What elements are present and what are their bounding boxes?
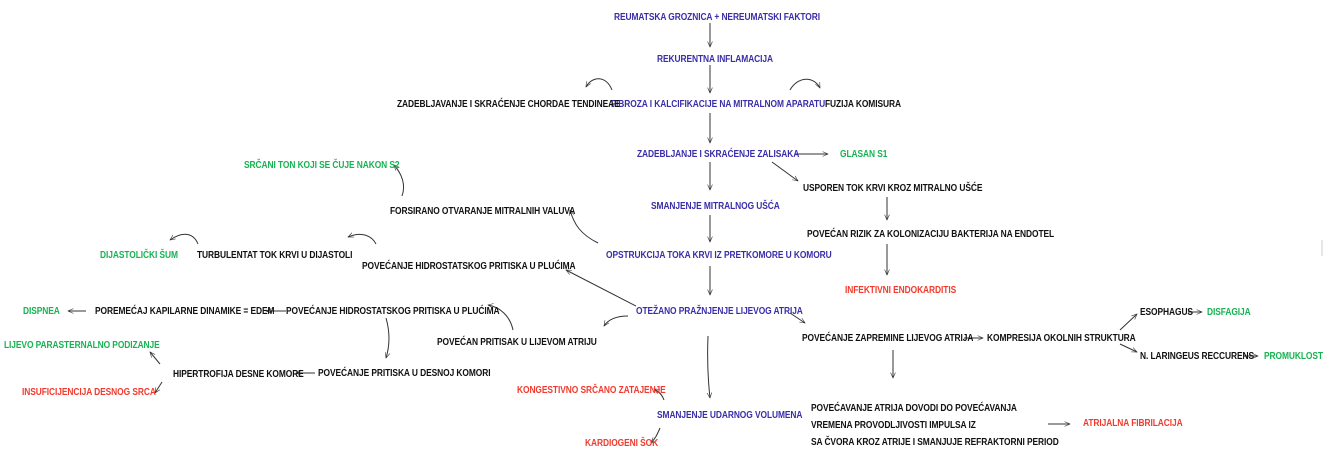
node-glasan: GLASAN S1 <box>840 148 888 160</box>
node-pritisak: POVEĆAN PRITISAK U LIJEVOM ATRIJU <box>437 336 597 348</box>
node-rekurentna: REKURENTNA INFLAMACIJA <box>657 53 773 65</box>
arrow-hidro2-pritiska-komori <box>386 317 389 358</box>
arrow-zadebljanje-usporen <box>771 161 798 181</box>
node-pritiska-komori: POVEĆANJE PRITISKA U DESNOJ KOMORI <box>318 367 491 379</box>
node-zapremine: POVEĆANJE ZAPREMINE LIJEVOG ATRIJA <box>802 332 974 344</box>
node-hipertrofija: HIPERTROFIJA DESNE KOMORE <box>173 368 304 380</box>
arrow-fibroza-fuzija <box>789 78 821 91</box>
arrow-hidro1-turbulentan <box>348 234 377 245</box>
node-opstrukcija: OPSTRUKCIJA TOKA KRVI IZ PRETKOMORE U KO… <box>606 249 832 261</box>
arrow-kompresija-laringeus <box>1119 343 1137 353</box>
node-kardiogeni: KARDIOGENI ŠOK <box>585 437 659 449</box>
node-reumatska: REUMATSKA GROZNICA + NEREUMATSKI FAKTORI <box>614 11 820 23</box>
node-turbulentan: TURBULENTAT TOK KRVI U DIJASTOLI <box>197 249 353 261</box>
node-insuficijencija: INSUFICIJENCIJA DESNOG SRCA <box>22 386 156 398</box>
node-rizik: POVEĆAN RIZIK ZA KOLONIZACIJU BAKTERIJA … <box>807 228 1055 240</box>
node-parasternalno: LIJEVO PARASTERNALNO PODIZANJE <box>4 339 160 351</box>
arrow-pritisak-hidro2 <box>488 305 514 331</box>
arrow-otezano-pritisak <box>603 315 629 326</box>
node-zadebljanje: ZADEBLJANJE I SKRAĆENJE ZALISAKA <box>637 148 800 160</box>
arrow-udarnog-kongestivno <box>654 388 665 401</box>
node-forsirano: FORSIRANO OTVARANJE MITRALNIH VALUVA <box>390 205 576 217</box>
arrow-forsirano-ton <box>394 165 405 197</box>
node-kongestivno: KONGESTIVNO SRČANO ZATAJENJE <box>517 384 666 396</box>
arrow-hipertrofija-parasternalno <box>150 352 161 365</box>
arrow-turbulentan-dijastolicki <box>170 233 199 245</box>
node-fuzija: FUZIJA KOMISURA <box>825 98 901 110</box>
arrow-otezano-zapremine <box>789 312 805 324</box>
arrow-otezano-hidro1 <box>566 269 637 307</box>
node-promuklost: PROMUKLOST <box>1264 350 1323 362</box>
node-poremecaj: POREMEĆAJ KAPILARNE DINAMIKE = EDEM <box>95 305 275 317</box>
node-ton: SRČANI TON KOJI SE ČUJE NAKON S2 <box>244 159 400 171</box>
node-udarnog: SMANJENJE UDARNOG VOLUMENA <box>657 409 803 421</box>
arrow-fibroza-chordae <box>585 78 613 91</box>
node-atrija-line2: VREMENA PROVODLJIVOSTI IMPULSA IZ <box>811 419 976 431</box>
node-infektivni: INFEKTIVNI ENDOKARDITIS <box>845 284 957 296</box>
node-usporen: USPOREN TOK KRVI KROZ MITRALNO UŠĆE <box>803 182 983 194</box>
node-fibroza: FIBROZA I KALCIFIKACIJE NA MITRALNOM APA… <box>611 98 826 110</box>
arrow-opstrukcija-forsirano <box>570 210 599 244</box>
arrow-otezano-udarnog <box>708 335 710 398</box>
node-chordae: ZADEBLJAVANJE I SKRAĆENJE CHORDAE TENDIN… <box>397 98 620 110</box>
node-laringeus: N. LARINGEUS RECCURENS <box>1140 350 1254 362</box>
arrow-kompresija-esophagus <box>1119 314 1137 331</box>
node-hidro1: POVEĆANJE HIDROSTATSKOG PRITISKA U PLUĆI… <box>362 260 576 272</box>
node-atrija-line3: SA ČVORA KROZ ATRIJE I SMANJUJE REFRAKTO… <box>811 436 1059 448</box>
node-dispnea: DISPNEA <box>23 305 60 317</box>
node-hidro2: POVEĆANJE HIDROSTATSKOG PRITISKA U PLUĆI… <box>286 305 500 317</box>
node-esophagus: ESOPHAGUS <box>1140 306 1193 318</box>
node-kompresija: KOMPRESIJA OKOLNIH STRUKTURA <box>987 332 1136 344</box>
node-atrija-line1: POVEĆAVANJE ATRIJA DOVODI DO POVEĆAVANJA <box>811 402 1017 414</box>
arrow-hipertrofija-insuficijencija <box>154 381 163 393</box>
node-fibrilacija: ATRIJALNA FIBRILACIJA <box>1083 417 1183 429</box>
node-smanjenje-usca: SMANJENJE MITRALNOG UŠĆA <box>651 200 780 212</box>
node-dijastolicki: DIJASTOLIČKI ŠUM <box>100 249 178 261</box>
node-otezano: OTEŽANO PRAŽNJENJE LIJEVOG ATRIJA <box>636 305 803 317</box>
arrow-udarnog-kardiogeni <box>651 427 661 443</box>
node-disfagija: DISFAGIJA <box>1207 306 1251 318</box>
